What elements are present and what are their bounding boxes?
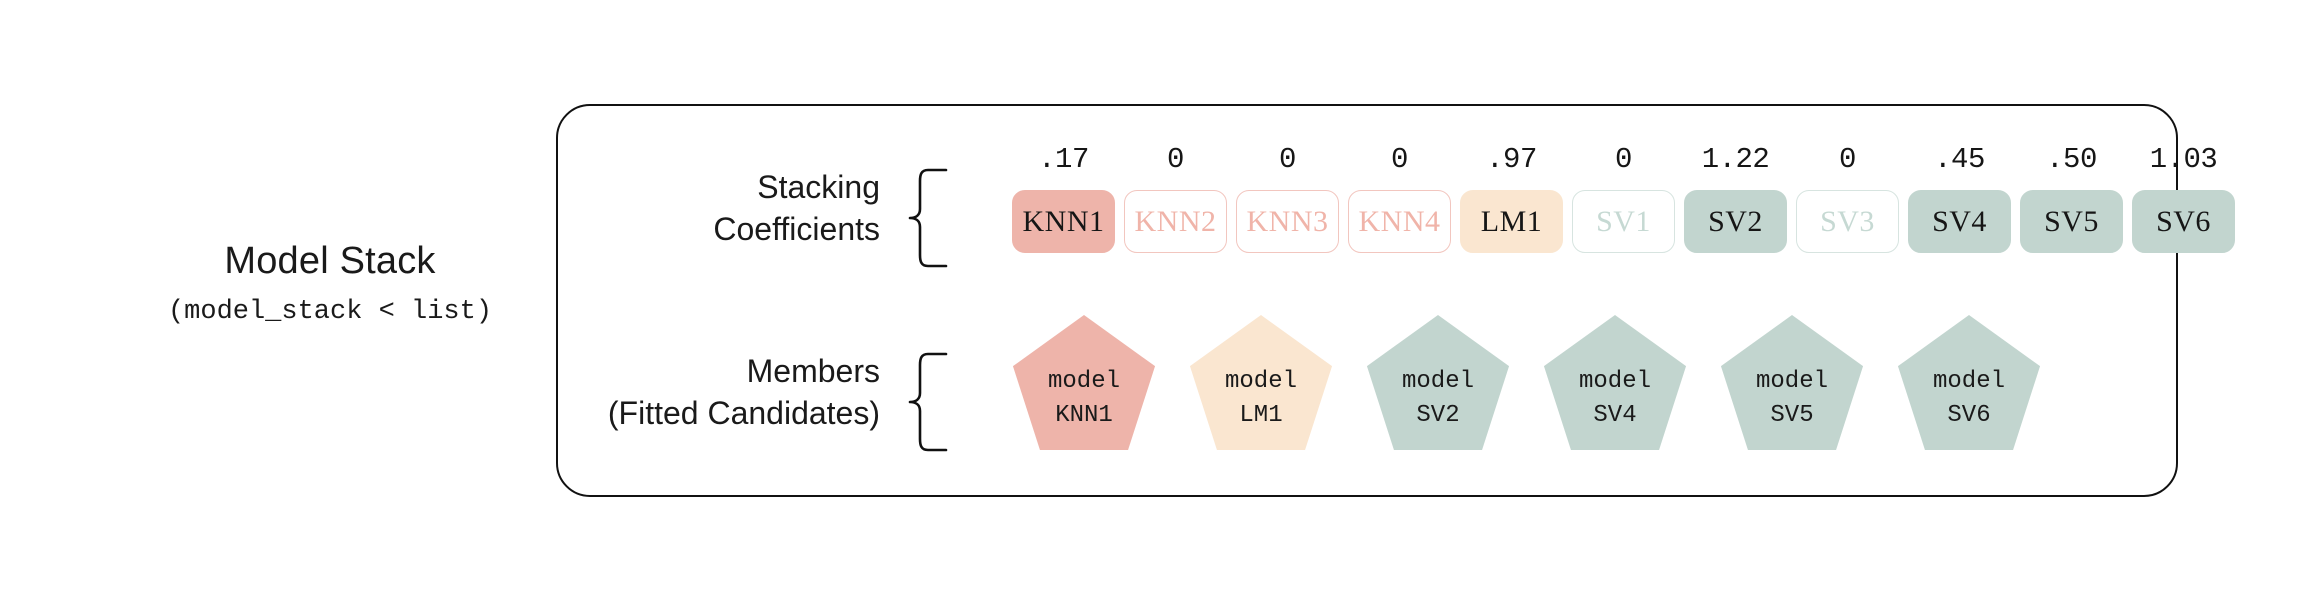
curly-brace-icon	[906, 168, 952, 268]
model-chip-knn3[interactable]: KNN3	[1236, 190, 1339, 253]
model-chip-sv4[interactable]: SV4	[1908, 190, 2011, 253]
model-chip-sv2[interactable]: SV2	[1684, 190, 1787, 253]
pentagon-shape-icon	[1897, 315, 2041, 450]
coefficient-value: .17	[1038, 143, 1089, 176]
stacking-coefficients-label-line2: Coefficients	[713, 211, 880, 248]
stacking-coefficients-label: Stacking Coefficients	[620, 166, 880, 250]
coefficient-value: 1.22	[1701, 143, 1770, 176]
coefficient-value: 0	[1167, 143, 1184, 176]
coefficient-value: 0	[1279, 143, 1296, 176]
model-chip-knn4[interactable]: KNN4	[1348, 190, 1451, 253]
coefficient-value: .50	[2046, 143, 2097, 176]
model-chip-knn2[interactable]: KNN2	[1124, 190, 1227, 253]
model-stack-label: Model Stack (model_stack < list)	[120, 240, 540, 327]
curly-brace-icon	[906, 352, 952, 452]
model-chip-sv1[interactable]: SV1	[1572, 190, 1675, 253]
model-chip-knn1[interactable]: KNN1	[1012, 190, 1115, 253]
model-chip-lm1[interactable]: LM1	[1460, 190, 1563, 253]
pentagon-shape-icon	[1189, 315, 1333, 450]
coefficient-value: .97	[1486, 143, 1537, 176]
members-label-line2: (Fitted Candidates)	[607, 395, 880, 432]
pentagon-shape-icon	[1012, 315, 1156, 450]
coefficient-value: 0	[1391, 143, 1408, 176]
model-stack-container	[556, 104, 2178, 497]
page-title: Model Stack	[224, 240, 436, 282]
members-label-line1: Members	[746, 353, 880, 389]
members-label: Members (Fitted Candidates)	[560, 350, 880, 434]
model-chip-sv5[interactable]: SV5	[2020, 190, 2123, 253]
coefficient-value: 1.03	[2149, 143, 2218, 176]
coefficient-value: 0	[1615, 143, 1632, 176]
model-chip-sv3[interactable]: SV3	[1796, 190, 1899, 253]
stacking-coefficients-label-line1: Stacking	[757, 169, 880, 205]
pentagon-shape-icon	[1366, 315, 1510, 450]
coefficient-value: 0	[1839, 143, 1856, 176]
model-stack-type-annotation: (model_stack < list)	[167, 297, 493, 327]
pentagon-shape-icon	[1720, 315, 1864, 450]
model-chip-sv6[interactable]: SV6	[2132, 190, 2235, 253]
coefficient-value: .45	[1934, 143, 1985, 176]
pentagon-shape-icon	[1543, 315, 1687, 450]
